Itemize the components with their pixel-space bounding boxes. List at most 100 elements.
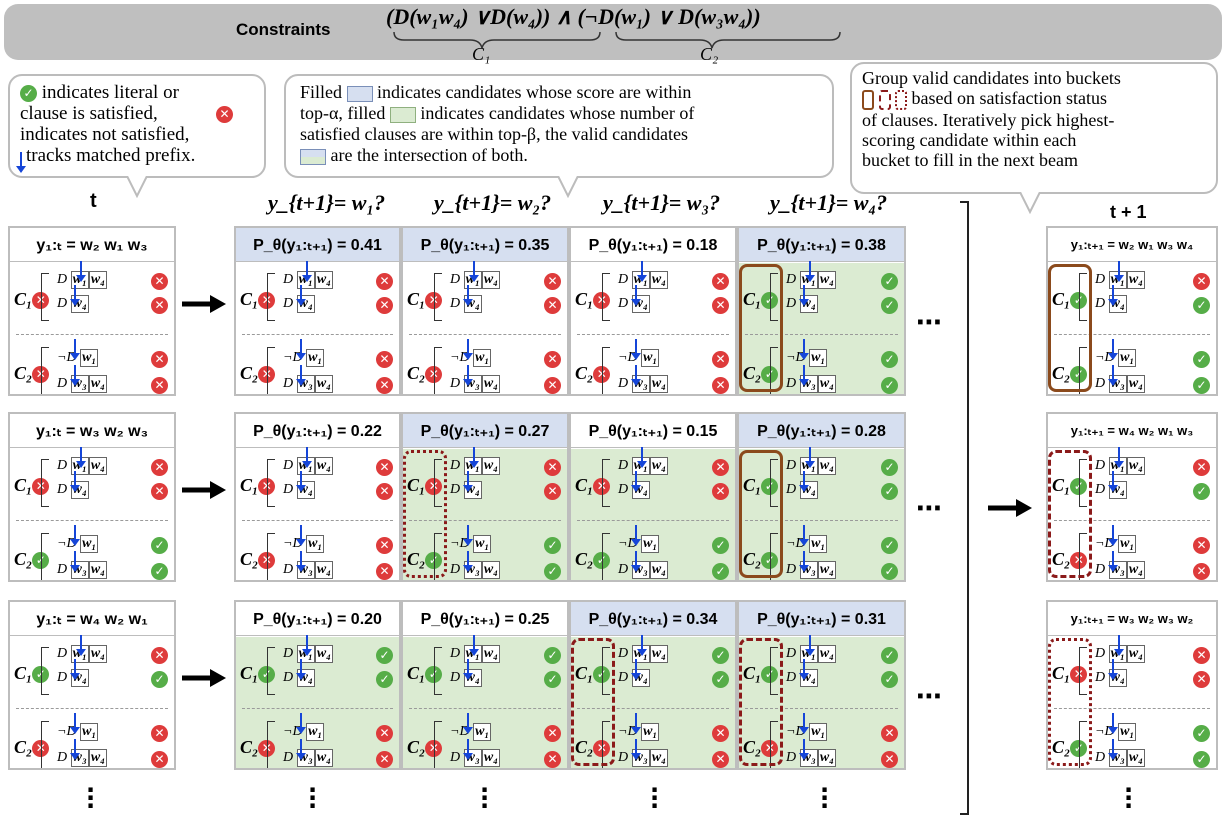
literal-predicate: D [283, 376, 294, 391]
blue-arrow-icon [463, 739, 473, 760]
literal-check-icon: ✓ [376, 671, 393, 688]
word-token: w₄ [481, 271, 501, 289]
arrow-row1 [182, 295, 226, 313]
blue-arrow-icon [1108, 339, 1118, 360]
legend-bubble-tail [126, 176, 148, 198]
group-line-2: based on satisfaction status [911, 88, 1107, 108]
candidate-body: C₁✕D w₁w₄✕D w₄✕¬D w₁✓D w₃w₄✓C₂✓ [10, 447, 174, 580]
clause-c2: C₂✓ [1052, 363, 1088, 384]
c1-cross-icon: ✕ [258, 478, 276, 496]
literal-check-icon: ✓ [881, 647, 898, 664]
clause-c2: C₂✕ [407, 363, 443, 384]
c2-cross-icon: ✕ [1070, 552, 1088, 570]
candidate-body: C₁✕D w₁w₄✕D w₄✕¬D w₁✓D w₃w₄✓C₂✓ [403, 447, 567, 580]
clause-c2-label: C₂ [743, 363, 762, 383]
ellipsis-row2: ⋯ [916, 494, 945, 524]
clause-divider [1054, 708, 1210, 709]
c2-check-icon: ✓ [32, 552, 50, 570]
bucket-solid [739, 450, 783, 578]
literal-predicate: D [786, 296, 797, 311]
clause-divider [16, 708, 168, 709]
col-header-w4: y_{t+1}= w₄? [770, 190, 888, 215]
literal-predicate: D [283, 670, 294, 685]
word-token: w₄ [649, 457, 669, 475]
word-token: w₄ [314, 645, 334, 663]
prefix-sequence: y₁:ₜ = w₄ w₂ w₁ [10, 602, 174, 636]
literal-row: D w₃w₄ [57, 749, 108, 767]
word-token: w₁ [641, 349, 660, 367]
clause-c2: C₂✓ [407, 549, 443, 570]
word-token: w₄ [817, 645, 837, 663]
c1-check-icon: ✓ [761, 292, 779, 310]
literal-check-icon: ✓ [544, 537, 561, 554]
clause-c2-label: C₂ [240, 363, 259, 383]
blue-arrow-icon [799, 659, 809, 680]
clause-c2-bracket [602, 721, 610, 768]
literal-check-icon: ✓ [1193, 297, 1210, 314]
blue-swatch [346, 85, 373, 102]
check-icon: ✓ [20, 85, 37, 103]
word-token: w₄ [649, 645, 669, 663]
clause-c1: C₁✓ [743, 475, 779, 496]
literal-row: ¬D w₁ [283, 349, 325, 367]
word-token: w₄ [817, 749, 837, 767]
clause-c2-bracket [1079, 721, 1087, 768]
literal-predicate: D [450, 646, 461, 661]
blue-arrow-icon [469, 447, 479, 468]
dashed-bucket-icon [878, 89, 891, 110]
c1-check-icon: ✓ [761, 666, 779, 684]
literal-cross-icon: ✕ [1193, 537, 1210, 554]
vdots-col0: ··· [86, 776, 96, 820]
literal-cross-icon: ✕ [151, 751, 168, 768]
clause-c2-label: C₂ [1052, 737, 1071, 757]
clause-c1-bracket [602, 459, 610, 507]
literal-check-icon: ✓ [151, 537, 168, 554]
clause-c1-bracket [267, 647, 275, 695]
literal-cross-icon: ✕ [376, 273, 393, 290]
bucket-dashed [739, 638, 783, 766]
candidate-body: C₁✕D w₁w₄✕D w₄✕¬D w₁✕D w₃w₄✕C₂✕ [571, 261, 735, 394]
literal-predicate: D [786, 750, 797, 765]
c2-check-icon: ✓ [761, 366, 779, 384]
c1-cross-icon: ✕ [1070, 666, 1088, 684]
blue-arrow-icon [296, 365, 306, 386]
blue-arrow-icon [631, 525, 641, 546]
c2-check-icon: ✓ [761, 552, 779, 570]
blue-arrow-icon [70, 525, 80, 546]
blue-arrow-icon [70, 713, 80, 734]
literal-cross-icon: ✕ [151, 377, 168, 394]
c1-check-icon: ✓ [1070, 292, 1088, 310]
literal-cross-icon: ✕ [376, 377, 393, 394]
clause-c1: C₁✓ [743, 663, 779, 684]
clause-c1: C₁✓ [1052, 475, 1088, 496]
c1-label: C₁ [472, 44, 491, 64]
literal-cross-icon: ✕ [544, 377, 561, 394]
word-token: w₄ [88, 749, 108, 767]
clause-c2-bracket [41, 533, 49, 580]
clause-c2-label: C₂ [240, 737, 259, 757]
literal-predicate: D [786, 272, 797, 287]
clause-c2: C₂✓ [743, 549, 779, 570]
literal-cross-icon: ✕ [1193, 647, 1210, 664]
word-token: w₁ [641, 535, 660, 553]
vdots-col3: ··· [650, 776, 660, 820]
blue-arrow-icon [70, 551, 80, 572]
clause-c1-bracket [41, 273, 49, 321]
clause-c1-label: C₁ [1052, 475, 1071, 495]
literal-cross-icon: ✕ [712, 751, 729, 768]
word-token: w₄ [817, 561, 837, 579]
candidate-body: C₁✓D w₁w₄✕D w₄✓¬D w₁✕D w₃w₄✕C₂✕ [1048, 447, 1216, 580]
literal-predicate: D [283, 458, 294, 473]
candidate-body: C₁✓D w₁w₄✕D w₄✓¬D w₁✕D w₃w₄✕C₂✕ [10, 635, 174, 768]
word-token: w₄ [314, 457, 334, 475]
literal-predicate: D [283, 296, 294, 311]
literal-predicate: D [450, 670, 461, 685]
clause-c1-bracket [1079, 459, 1087, 507]
clause-divider [242, 334, 393, 335]
vdots-col4: ··· [820, 776, 830, 820]
literal-cross-icon: ✕ [881, 725, 898, 742]
